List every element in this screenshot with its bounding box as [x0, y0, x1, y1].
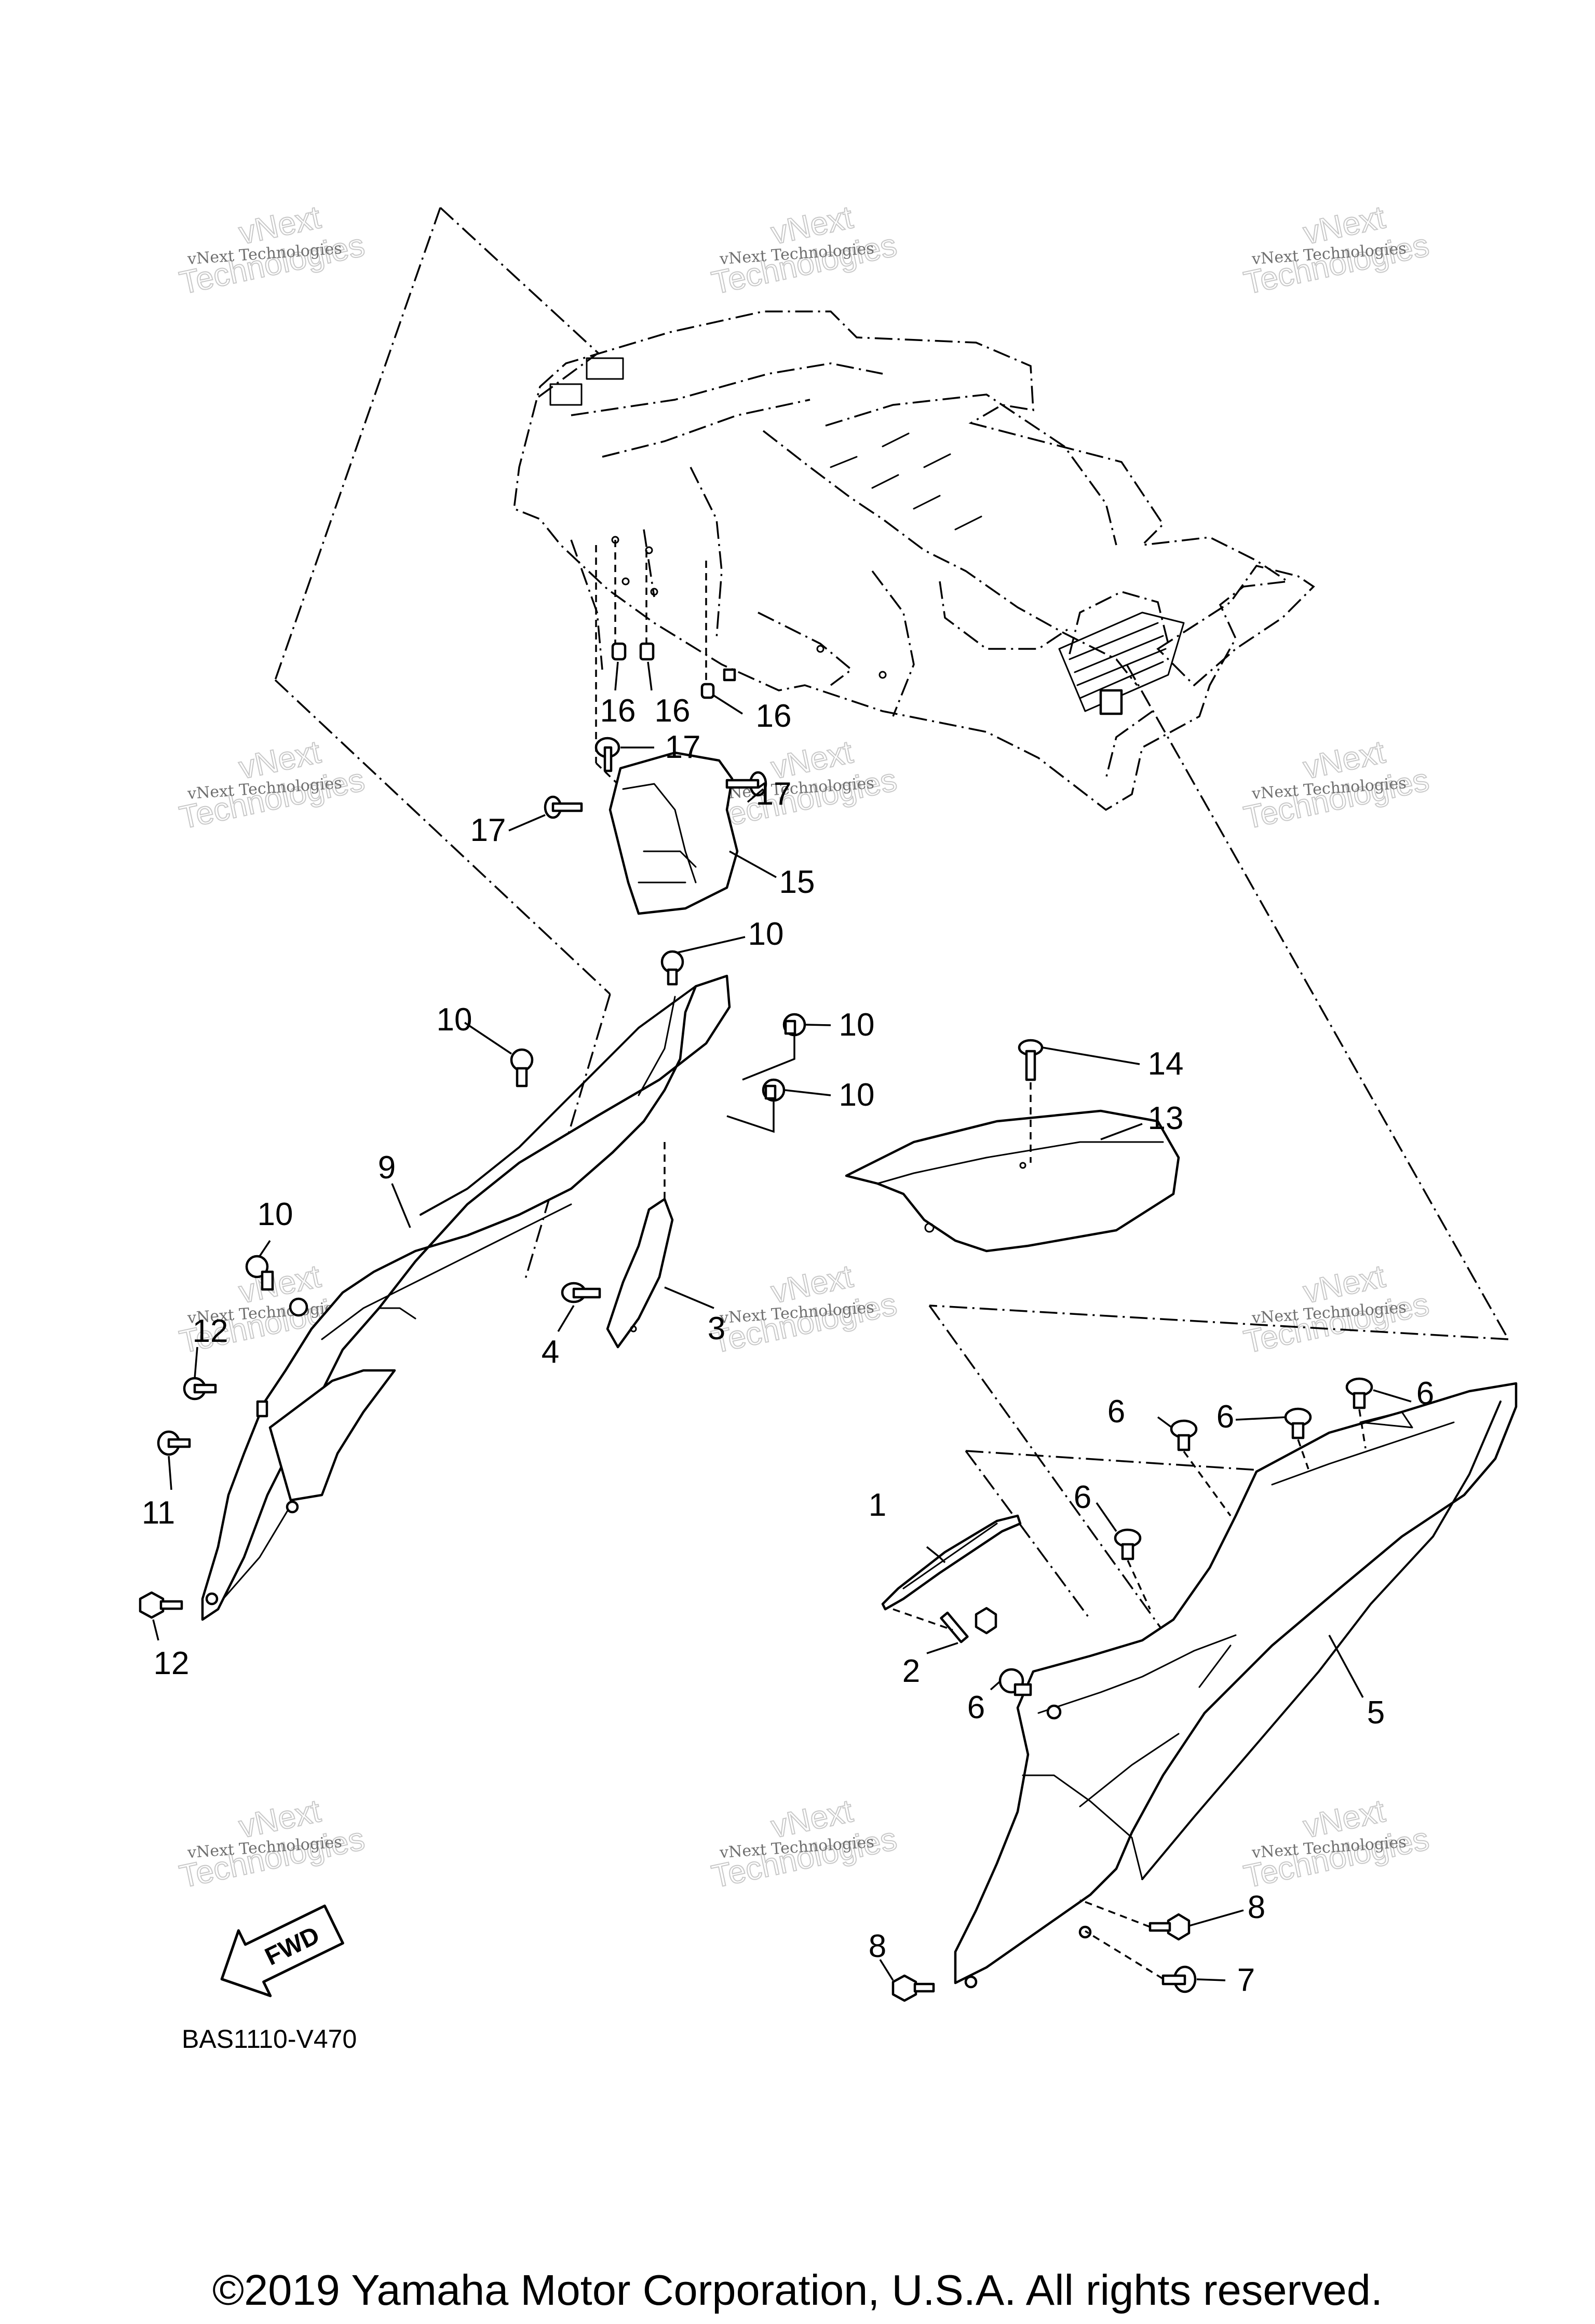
callout-12-b: 12: [154, 1646, 190, 1681]
callout-17-b: 17: [470, 812, 506, 848]
callout-10-c: 10: [839, 1007, 875, 1043]
bolt-part-4: [561, 1282, 601, 1303]
callout-11: 11: [142, 1495, 175, 1531]
bolts-10: [245, 950, 806, 1291]
callout-10-e: 10: [258, 1197, 293, 1232]
callout-13: 13: [1148, 1100, 1184, 1136]
bolt-6-c: [1170, 1419, 1198, 1451]
screw-part-11: [157, 1430, 191, 1456]
bolt-6-d: [1114, 1528, 1142, 1560]
frame-body-assembly: [513, 310, 1315, 811]
callout-1: 1: [869, 1487, 886, 1523]
callout-4: 4: [542, 1334, 559, 1370]
callout-16-b: 16: [655, 693, 691, 729]
screw-part-12-upper: [183, 1377, 217, 1401]
plate-part-13: [845, 1109, 1180, 1253]
callout-16-c: 16: [756, 698, 792, 734]
copyright-notice: ©2019 Yamaha Motor Corporation, U.S.A. A…: [212, 2266, 1383, 2314]
callout-10-a: 10: [748, 916, 784, 952]
callout-9: 9: [378, 1150, 396, 1186]
screw-17-b: [544, 795, 583, 819]
bolt-part-8-right: [1079, 1899, 1191, 1941]
bolt-10-b: [510, 1048, 534, 1088]
callout-6-a: 6: [1416, 1376, 1434, 1411]
callout-6-d: 6: [1074, 1479, 1091, 1515]
cover-part-15: [609, 751, 739, 915]
callout-leaders: [152, 661, 1412, 1981]
side-panel-part-9: [201, 974, 731, 1621]
callout-6-e: 6: [967, 1690, 985, 1725]
bolt-10-e: [245, 1255, 274, 1291]
callout-8-a: 8: [1248, 1890, 1265, 1925]
callout-15: 15: [779, 864, 815, 900]
callout-5: 5: [1367, 1695, 1385, 1731]
grille-area: [1058, 611, 1185, 712]
screw-part-14: [1018, 1039, 1044, 1163]
bolts-6: [998, 1377, 1373, 1696]
callout-12-a: 12: [193, 1313, 228, 1349]
screw-17-a: [594, 737, 620, 772]
callout-8-b: 8: [869, 1928, 886, 1964]
bolt-10-c: [782, 1013, 806, 1037]
bolt-6-a: [1345, 1377, 1373, 1409]
clip-parts-16: [611, 642, 715, 699]
bracket-part-3: [606, 1142, 674, 1349]
fwd-arrow-icon: [220, 1904, 344, 1997]
bolt-part-2: [893, 1607, 997, 1643]
fwd-direction-arrow: FWD: [220, 1904, 344, 1997]
callout-10-d: 10: [839, 1077, 875, 1113]
strip-part-1: [881, 1514, 1022, 1611]
callout-numbers: 1 2 3 4 5 6 6 6 6 6 7 8 8 9 10 10 10 10 …: [142, 693, 1434, 1998]
bolt-6-e: [998, 1668, 1032, 1696]
callout-6-c: 6: [1107, 1394, 1125, 1430]
drawing-code: BAS1110-V470: [182, 2024, 357, 2054]
callout-2: 2: [902, 1653, 920, 1689]
callout-17-a: 17: [665, 729, 701, 765]
callout-6-b: 6: [1216, 1399, 1234, 1435]
side-panel-part-5: [954, 1382, 1518, 1989]
bolt-6-b: [1284, 1407, 1312, 1439]
callout-17-c: 17: [756, 776, 792, 812]
callout-10-b: 10: [437, 1002, 472, 1038]
callout-7: 7: [1237, 1962, 1255, 1998]
bolt-10-d: [762, 1078, 786, 1102]
phantom-lines: [274, 207, 1509, 1647]
callout-16-a: 16: [600, 693, 636, 729]
bolt-part-8-left: [891, 1974, 935, 2002]
callout-14: 14: [1148, 1046, 1184, 1082]
screw-part-12-lower: [139, 1591, 183, 1619]
callout-3: 3: [708, 1311, 725, 1347]
bolt-10-a: [660, 950, 684, 986]
screw-part-7: [1085, 1930, 1197, 1993]
